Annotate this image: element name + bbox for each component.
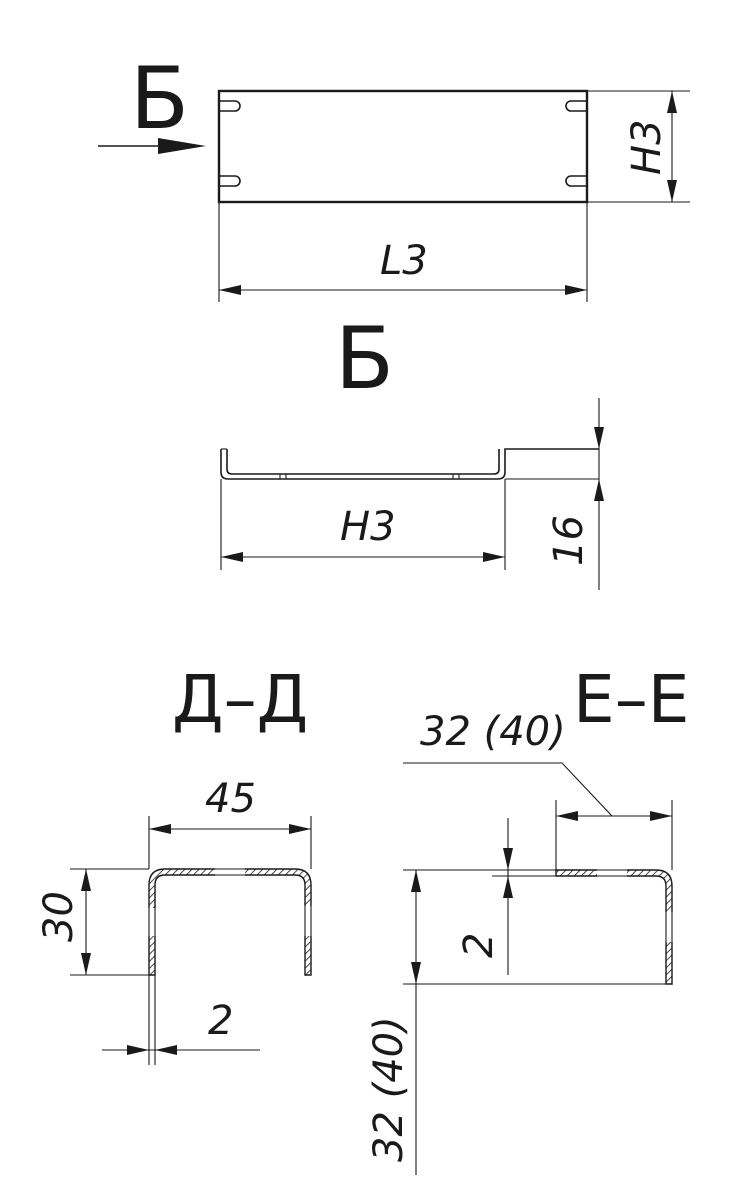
arrow-h3-top xyxy=(667,91,677,113)
dim-32-40-left: 32 (40) xyxy=(366,1016,412,1162)
arrow-45-left xyxy=(149,824,171,834)
arrow-2-left xyxy=(127,1045,149,1055)
gap-right xyxy=(304,906,312,936)
arrow-h3v-left xyxy=(221,552,243,562)
slot-right-bottom xyxy=(565,175,587,187)
dim-h3-top: Н3 xyxy=(624,119,670,175)
angle-e-profile xyxy=(555,869,673,985)
dim-l3: L3 xyxy=(380,238,428,284)
dim-30: 30 xyxy=(36,891,82,942)
arrow-30-top xyxy=(81,869,91,891)
section-d-title: Д–Д xyxy=(172,661,308,738)
arrow-h3-bottom xyxy=(667,180,677,202)
arrow-45-right xyxy=(289,824,311,834)
channel-d-profile xyxy=(148,868,312,976)
dim-2-left: 2 xyxy=(208,998,233,1044)
arrow-32l-top xyxy=(411,870,421,892)
gap-top xyxy=(215,868,245,876)
slot-left-bottom xyxy=(219,175,241,187)
arrow-16-top xyxy=(594,427,604,449)
section-e: Е–Е 32 (40) 2 32 (40) xyxy=(366,661,689,1175)
section-e-title: Е–Е xyxy=(573,661,689,738)
slot-right-top xyxy=(565,100,587,112)
arrow-2r-top xyxy=(503,848,513,870)
view-b: Б Н3 16 xyxy=(220,309,604,590)
profile-inner xyxy=(226,449,500,475)
arrow-32l-bottom xyxy=(411,962,421,984)
dim-2-right: 2 xyxy=(456,933,502,958)
dim-h3-view: Н3 xyxy=(340,504,396,550)
view-title: Б xyxy=(335,309,394,409)
dim-45: 45 xyxy=(205,776,256,822)
profile-outer xyxy=(220,448,599,480)
plate-outline xyxy=(217,89,589,204)
dim-16: 16 xyxy=(546,515,592,566)
dim-32-40-top: 32 (40) xyxy=(420,709,566,755)
gap-e-top xyxy=(597,869,627,877)
gap-left xyxy=(148,908,156,936)
top-view: Б Н3 L3 xyxy=(98,49,690,302)
section-d: Д–Д 45 30 2 xyxy=(36,661,312,1065)
arrow-30-bottom xyxy=(81,953,91,975)
slot-left-top xyxy=(219,100,241,112)
gap-e-right xyxy=(665,912,673,942)
arrow-h3v-right xyxy=(483,552,505,562)
arrow-l3-left xyxy=(219,285,241,295)
leader-32-top xyxy=(403,762,613,817)
arrow-16-bottom xyxy=(594,479,604,501)
arrow-32-left xyxy=(556,811,578,821)
view-arrow-head xyxy=(158,138,206,154)
arrow-32-right xyxy=(650,811,672,821)
view-arrow-letter: Б xyxy=(130,49,189,149)
arrow-l3-right xyxy=(565,285,587,295)
arrow-2-right xyxy=(155,1045,177,1055)
arrow-2r-bottom xyxy=(503,876,513,898)
